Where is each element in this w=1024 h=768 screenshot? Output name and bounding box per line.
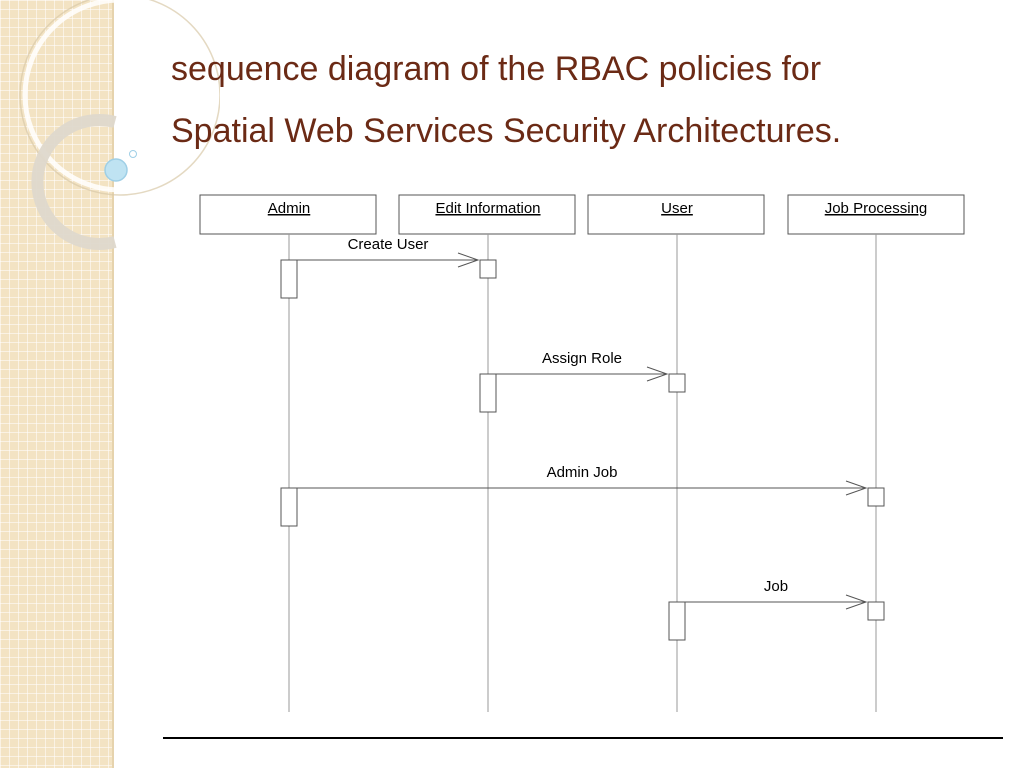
lifeline-label-admin: Admin xyxy=(268,200,311,217)
decorative-ring-large xyxy=(22,0,218,193)
decorative-rings-graphic xyxy=(19,0,220,250)
side-band-edge xyxy=(112,0,114,768)
decorative-bubble-small xyxy=(129,150,137,158)
message-label-create-user: Create User xyxy=(348,236,429,253)
decorative-ring-large-shadow xyxy=(19,0,220,196)
lifeline-box-job-processing xyxy=(787,194,965,235)
message-label-assign-role: Assign Role xyxy=(542,350,622,367)
message-label-admin-job: Admin Job xyxy=(547,464,618,481)
message-label-job: Job xyxy=(764,578,788,595)
slide-title-line-1: sequence diagram of the RBAC policies fo… xyxy=(171,50,822,88)
lifeline-label-user: User xyxy=(661,200,693,217)
lifeline-box-user xyxy=(587,194,765,235)
lifeline-label-edit-information: Edit Information xyxy=(435,200,540,217)
message-arrowhead-assign-role xyxy=(646,366,669,382)
lifeline-box-admin xyxy=(199,194,377,235)
activation-user-2 xyxy=(668,601,686,641)
activation-user-1 xyxy=(668,373,686,393)
lifeline-label-job-processing: Job Processing xyxy=(825,200,928,217)
activation-admin-1 xyxy=(280,259,298,299)
message-arrowhead-admin-job xyxy=(845,480,868,496)
activation-admin-2 xyxy=(280,487,298,527)
activation-edit-information-2 xyxy=(479,373,497,413)
activation-job-processing-2 xyxy=(867,601,885,621)
activation-job-processing-1 xyxy=(867,487,885,507)
message-arrowhead-job xyxy=(845,594,868,610)
lifeline-box-edit-information xyxy=(398,194,576,235)
decorative-side-band xyxy=(0,0,112,768)
decorative-bubble-large xyxy=(104,158,128,182)
slide-title: sequence diagram of the RBAC policies fo… xyxy=(171,38,991,162)
footer-rule xyxy=(163,737,1003,739)
activation-edit-information-1 xyxy=(479,259,497,279)
decorative-ring-small xyxy=(31,114,117,250)
slide-title-line-2: Spatial Web Services Security Architectu… xyxy=(171,112,842,150)
message-arrowhead-create-user xyxy=(457,252,480,268)
